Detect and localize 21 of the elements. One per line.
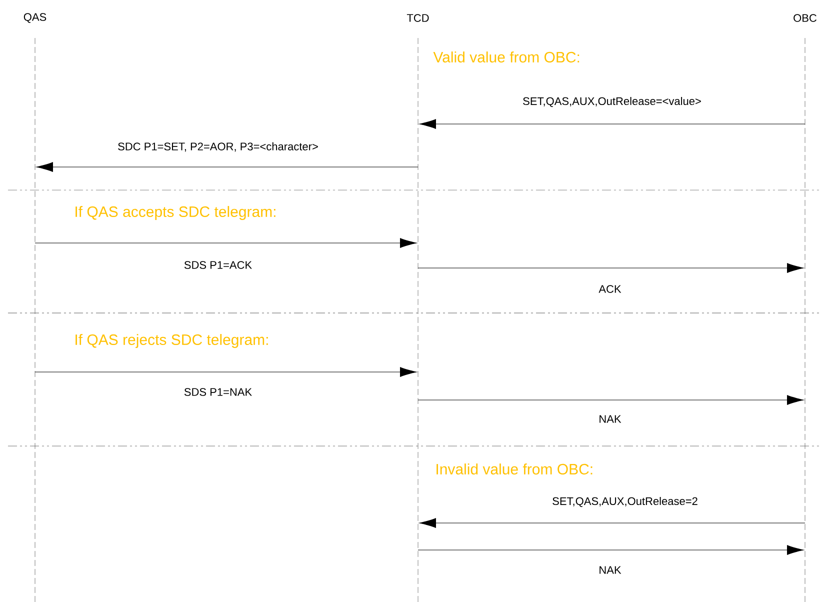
message-label: SET,QAS,AUX,OutRelease=<value> (522, 96, 702, 108)
section-heading: If QAS accepts SDC telegram: (76, 206, 276, 220)
message-label: SDC P1=SET, P2=AOR, P3=<character> (116, 141, 320, 153)
message-label: SDS P1=NAK (182, 387, 254, 397)
message-label: NAK (598, 414, 622, 424)
message-arrow (34, 367, 417, 377)
message-arrow (418, 263, 804, 273)
message-label: NAK (598, 565, 622, 575)
message-arrow (419, 119, 806, 129)
message-label: SDS P1=ACK (182, 260, 254, 270)
message-label: ACK (598, 284, 622, 294)
lifeline-label: OBC (794, 14, 816, 22)
message-arrow (419, 518, 806, 528)
lifeline-label: TCD (406, 14, 429, 22)
message-arrow (418, 395, 804, 405)
message-arrow (36, 162, 418, 172)
message-arrow (418, 545, 804, 555)
section-heading: If QAS rejects SDC telegram: (76, 334, 268, 348)
message-arrow (34, 238, 417, 248)
message-label: SET,QAS,AUX,OutRelease=2 (551, 496, 699, 508)
lifeline-label: QAS (24, 13, 46, 23)
